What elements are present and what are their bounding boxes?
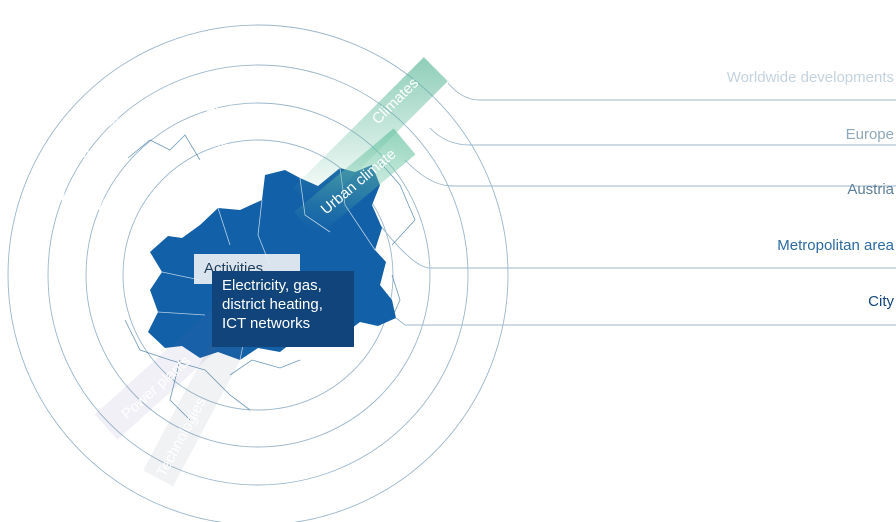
beam-power [94, 307, 237, 440]
beam-climates-bar [292, 57, 448, 213]
ring-worldwide [7, 24, 509, 522]
beam-policy-bar [33, 125, 224, 255]
level-leaders [379, 82, 896, 326]
ring-europe [47, 64, 469, 486]
leader-city [395, 317, 896, 326]
beam-power-bar [94, 307, 237, 440]
level-label-metropolitan: Metropolitan area [777, 237, 894, 254]
beam-mobility-bar [2, 187, 215, 272]
level-label-europe: Europe [845, 126, 894, 143]
beam-mobility [2, 187, 215, 272]
beam-policy [33, 125, 224, 255]
sector-label-buildings: Buildings [197, 88, 232, 151]
beam-tech [143, 307, 261, 487]
networks-line-1: Electricity, gas, [222, 277, 322, 294]
beam-urban [294, 128, 416, 239]
networks-line-3: ICT networks [222, 315, 311, 332]
beam-buildings [223, 77, 306, 241]
beam-climates [292, 57, 448, 213]
networks-line-2: district heating, [222, 296, 323, 313]
sector-beams [2, 57, 448, 487]
level-label-austria: Austria [847, 181, 894, 198]
level-label-city: City [868, 293, 894, 310]
leader-austria [404, 159, 896, 187]
beam-tech-bar [143, 307, 261, 487]
networks-box: Electricity, gas, district heating, ICT … [212, 271, 354, 347]
leader-europe [429, 127, 896, 146]
beam-buildings-bar [223, 77, 306, 241]
level-label-worldwide: Worldwide developments [726, 69, 894, 86]
beam-urban-bar [294, 128, 416, 239]
ring-austria [85, 102, 431, 448]
leader-worldwide [447, 82, 896, 101]
leader-metropolitan [379, 224, 896, 269]
